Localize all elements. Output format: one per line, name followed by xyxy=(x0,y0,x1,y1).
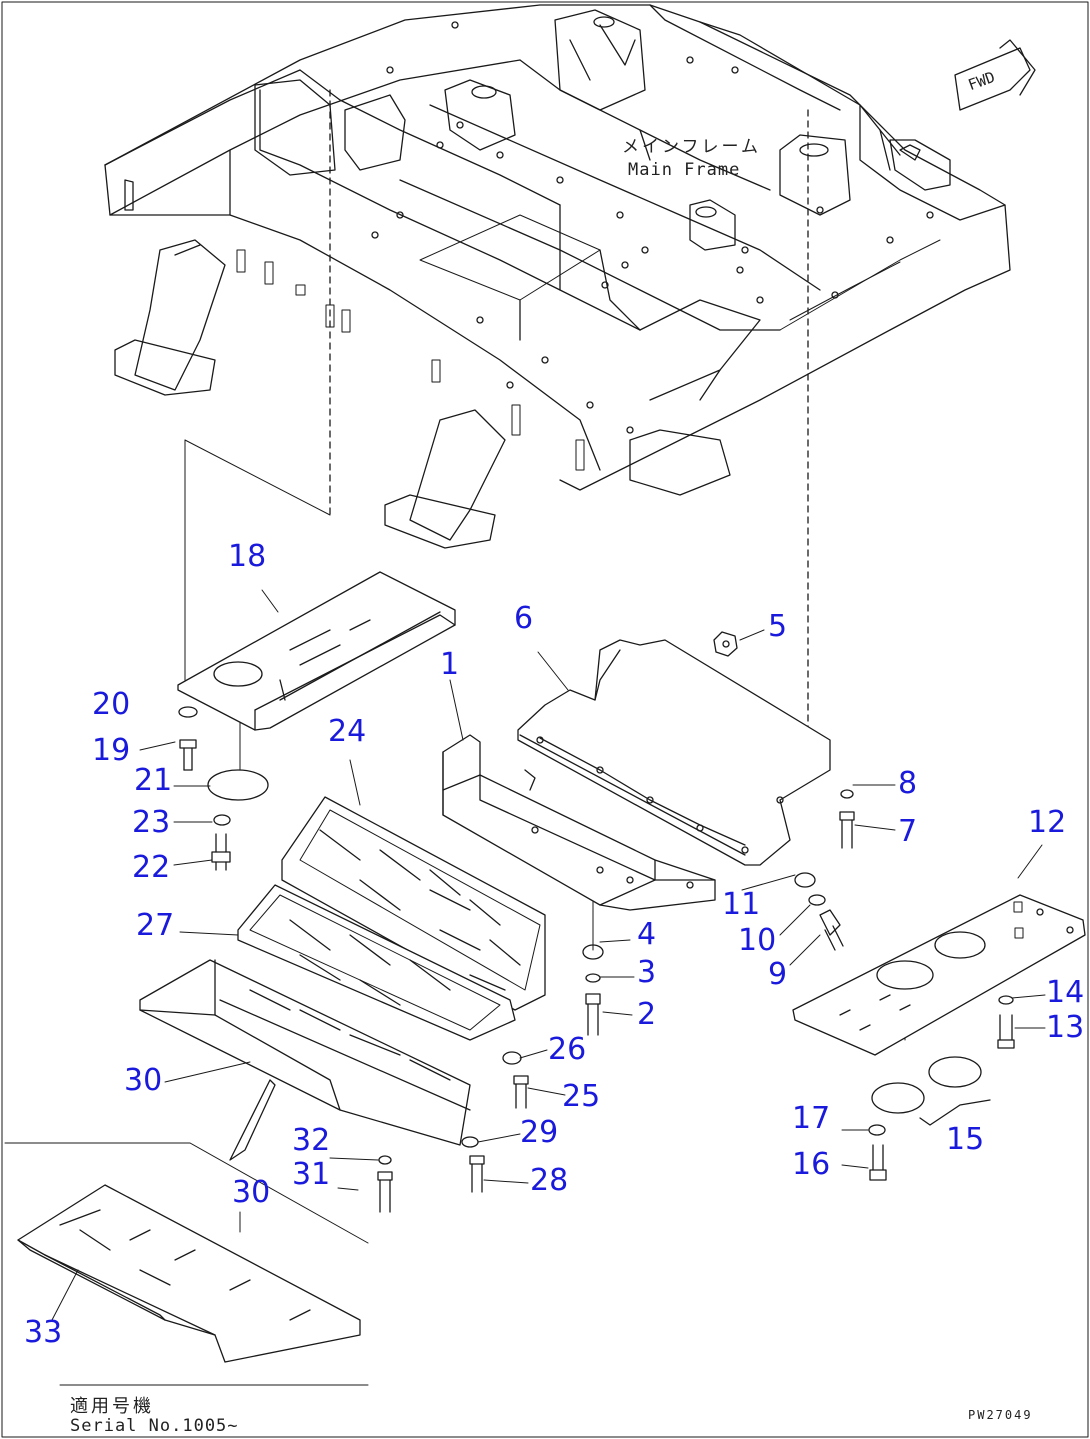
tray-1 xyxy=(442,734,716,911)
bolt-7 xyxy=(839,789,855,849)
nut-5 xyxy=(713,631,738,657)
callout-29: 29 xyxy=(520,1115,559,1150)
cover-15 xyxy=(871,1056,991,1126)
callout-24: 24 xyxy=(328,714,367,749)
callout-33: 33 xyxy=(24,1315,63,1350)
bolt-28 xyxy=(461,1136,485,1193)
main-frame-label-en: Main Frame xyxy=(628,160,741,180)
bolt-9 xyxy=(794,872,844,951)
plate-12 xyxy=(792,894,1086,1056)
callout-21: 21 xyxy=(134,763,173,798)
callout-7: 7 xyxy=(898,814,918,849)
callout-9: 9 xyxy=(768,957,788,992)
bolt-2 xyxy=(582,944,604,1036)
callout-10: 10 xyxy=(738,923,777,958)
bolt-19 xyxy=(178,706,198,771)
bolt-25 xyxy=(502,1051,529,1109)
callout-16: 16 xyxy=(792,1147,831,1182)
callout-26: 26 xyxy=(548,1032,587,1067)
callout-20: 20 xyxy=(92,687,131,722)
callout-2: 2 xyxy=(637,997,657,1032)
callout-18: 18 xyxy=(228,539,267,574)
callout-4: 4 xyxy=(637,917,657,952)
bolt-22 xyxy=(211,814,231,871)
plate-27 xyxy=(237,884,516,1041)
callout-19: 19 xyxy=(92,733,131,768)
plate-24 xyxy=(281,796,546,1011)
callout-11: 11 xyxy=(722,887,761,922)
callout-5: 5 xyxy=(768,609,788,644)
cap-21 xyxy=(207,769,269,801)
bolt-13 xyxy=(997,995,1015,1049)
plate-18 xyxy=(177,571,456,731)
callout-17: 17 xyxy=(792,1101,831,1136)
callout-28: 28 xyxy=(530,1163,569,1198)
main-frame xyxy=(104,4,1036,549)
serial-inset xyxy=(4,1142,369,1386)
callout-3: 3 xyxy=(637,955,657,990)
serial-label-jp: 適用号機 xyxy=(70,1396,154,1417)
callout-8: 8 xyxy=(898,766,918,801)
callout-30-lower: 30 xyxy=(232,1175,271,1210)
bolt-16 xyxy=(868,1124,887,1181)
cover-6 xyxy=(517,639,831,866)
serial-label-en: Serial No.1005~ xyxy=(70,1416,239,1436)
callout-13: 13 xyxy=(1046,1010,1085,1045)
callout-27: 27 xyxy=(136,908,175,943)
bolt-31 xyxy=(377,1155,393,1213)
main-frame-label-jp: メインフレーム xyxy=(622,137,761,157)
callout-30-upper: 30 xyxy=(124,1063,163,1098)
leader-lines xyxy=(51,589,1046,1321)
callout-1: 1 xyxy=(440,647,460,682)
callout-23: 23 xyxy=(132,805,171,840)
callout-22: 22 xyxy=(132,850,171,885)
callout-12: 12 xyxy=(1028,805,1067,840)
callout-25: 25 xyxy=(562,1079,601,1114)
callout-31: 31 xyxy=(292,1157,331,1192)
plate-30 xyxy=(139,959,471,1161)
callout-6: 6 xyxy=(514,601,534,636)
callout-15: 15 xyxy=(946,1122,985,1157)
callout-32: 32 xyxy=(292,1123,331,1158)
drawing-code: PW27049 xyxy=(968,1408,1033,1422)
callout-14: 14 xyxy=(1046,975,1085,1010)
